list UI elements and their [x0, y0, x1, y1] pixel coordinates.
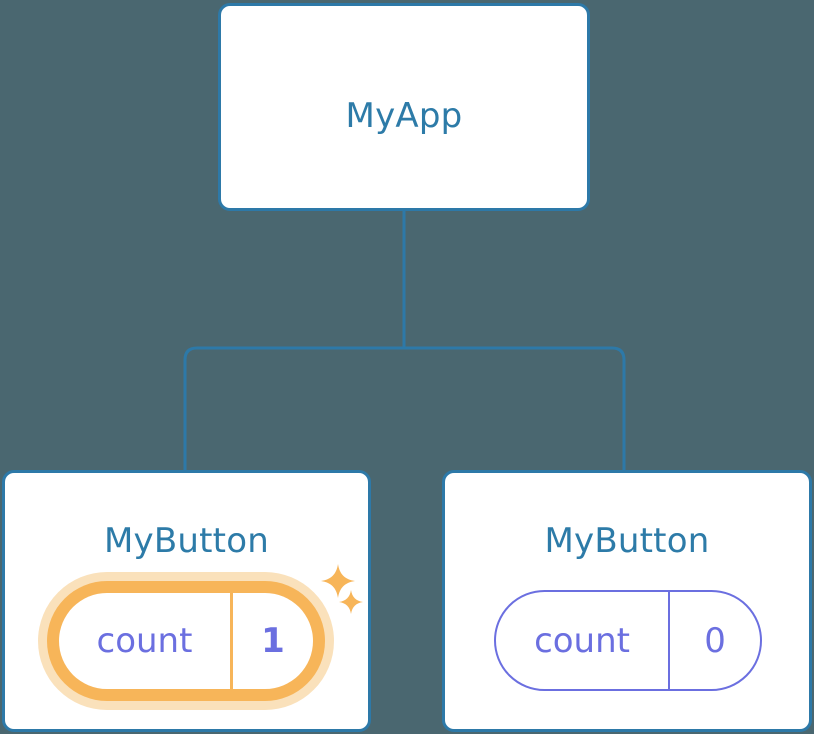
connector-branch-right — [404, 346, 626, 472]
node-title: MyApp — [345, 96, 463, 136]
state-value-label: 0 — [668, 592, 760, 689]
sparkle-large-icon — [321, 564, 355, 598]
node-title: MyButton — [104, 521, 269, 561]
sparkle-small-icon — [339, 590, 363, 614]
node-title: MyButton — [544, 521, 710, 561]
node-myapp[interactable]: MyApp — [218, 3, 590, 211]
state-pill-plain[interactable]: count 0 — [494, 590, 762, 691]
state-key-label: count — [96, 621, 193, 661]
state-value-label: 1 — [229, 593, 313, 689]
connector-branch-left — [183, 346, 404, 472]
state-key-label: count — [534, 620, 630, 661]
state-pill-highlighted[interactable]: count 1 — [59, 593, 313, 689]
